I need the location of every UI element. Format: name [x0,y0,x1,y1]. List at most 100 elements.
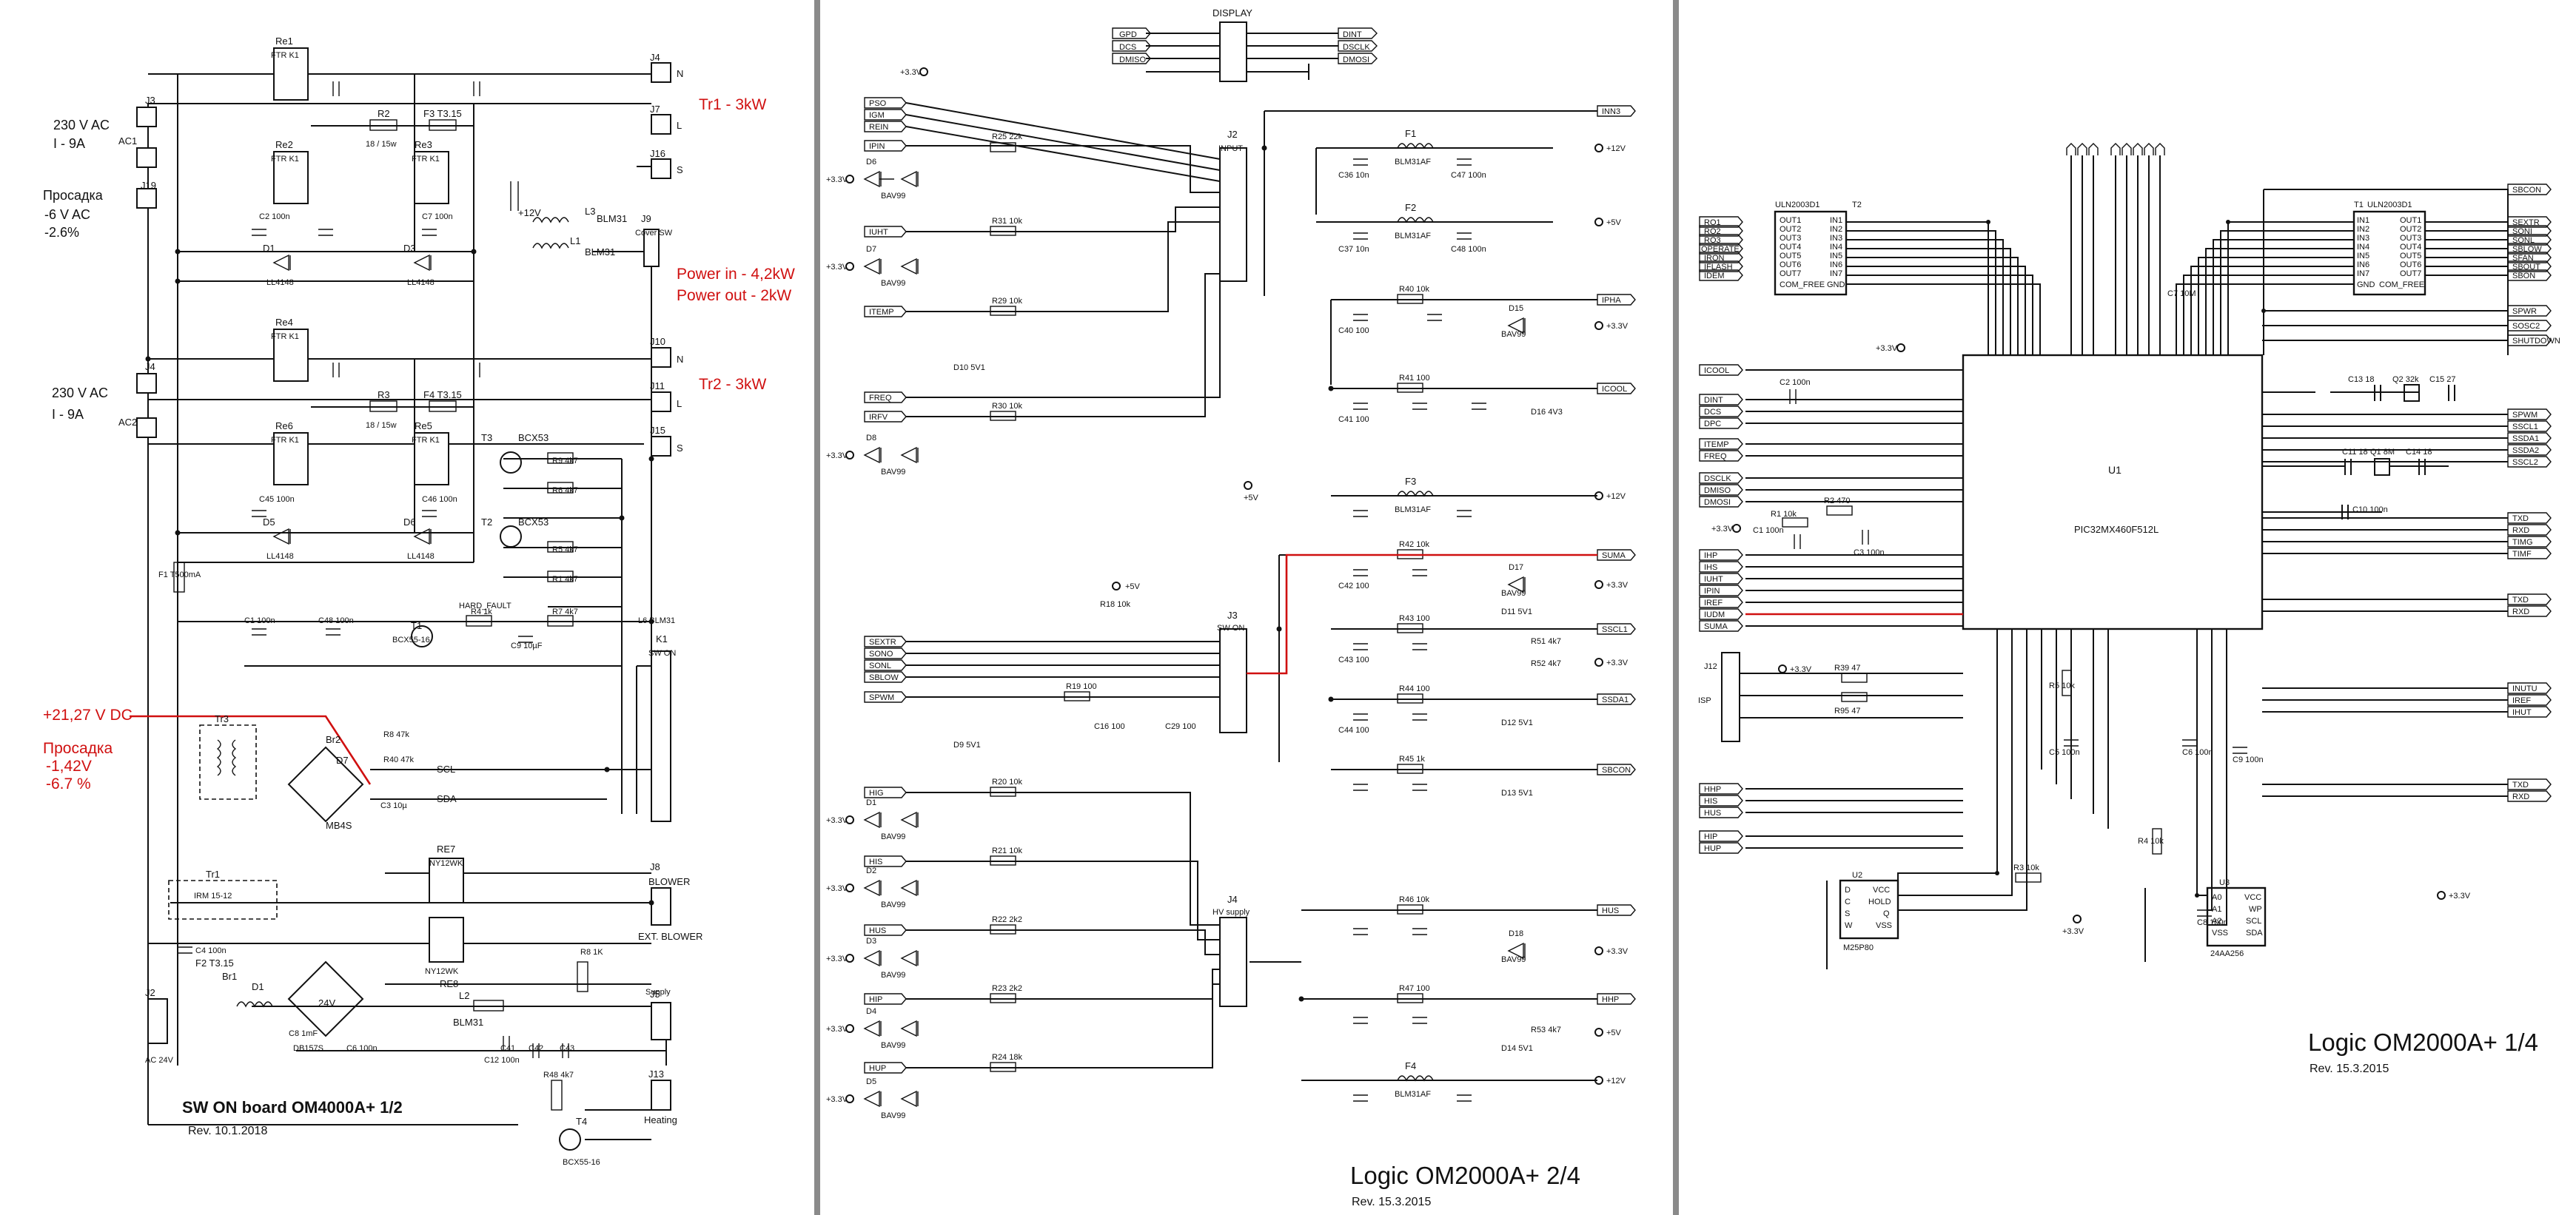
svg-text:R23 2k2: R23 2k2 [992,984,1022,993]
svg-text:C9 10µF: C9 10µF [511,642,543,650]
svg-text:R40 10k: R40 10k [1399,285,1429,294]
svg-text:C9 100n: C9 100n [2233,755,2264,764]
svg-text:R42 10k: R42 10k [1399,540,1429,549]
svg-text:BLM31AF: BLM31AF [1395,1090,1431,1099]
svg-text:SONL: SONL [869,662,891,670]
svg-text:BAV99: BAV99 [1501,330,1526,339]
svg-text:OUT1: OUT1 [2400,216,2421,225]
svg-text:T1: T1 [2354,201,2364,209]
note-sag-dc-label: Просадка [43,740,113,757]
svg-text:M25P80: M25P80 [1843,943,1874,952]
svg-text:SONO: SONO [869,650,893,659]
svg-text:U2: U2 [1852,871,1862,880]
svg-text:IN2: IN2 [2357,225,2369,234]
svg-text:SONI: SONI [2512,227,2532,236]
svg-text:J10: J10 [650,336,665,347]
svg-text:D12 5V1: D12 5V1 [1501,718,1533,727]
svg-text:ISP: ISP [1698,696,1711,705]
sag-ac-volts: -6 V AC [44,207,91,222]
svg-text:R51 4k7: R51 4k7 [1531,637,1561,646]
svg-text:C44 100: C44 100 [1338,726,1369,735]
svg-text:R30 10k: R30 10k [992,402,1022,411]
svg-text:R1 10k: R1 10k [1771,510,1797,519]
note-sag-dc-percent: -6.7 % [46,775,91,792]
svg-text:BLM31: BLM31 [453,1017,483,1028]
svg-text:L: L [677,398,682,409]
svg-text:INUTU: INUTU [2512,684,2538,693]
svg-text:SSDA1: SSDA1 [1602,696,1629,704]
svg-text:REIN: REIN [869,123,888,132]
svg-text:IPHA: IPHA [1602,296,1621,305]
svg-text:T2: T2 [481,516,492,528]
sheet1-revision: Rev. 10.1.2018 [188,1125,268,1137]
svg-text:+3.3V: +3.3V [900,68,922,77]
svg-text:GPD: GPD [1119,30,1137,39]
svg-text:BCX55-16: BCX55-16 [392,636,430,644]
svg-text:W: W [1845,921,1853,930]
svg-text:J19: J19 [141,180,156,191]
svg-text:OUT1: OUT1 [1780,216,1801,225]
note-tr2: Tr2 - 3kW [699,376,767,393]
svg-text:R5 10k: R5 10k [2049,681,2075,690]
svg-text:HIS: HIS [869,858,882,866]
svg-text:IN5: IN5 [2357,252,2369,260]
svg-text:IHS: IHS [1704,563,1717,572]
svg-text:WP: WP [2249,905,2262,914]
svg-text:Heating: Heating [644,1114,677,1125]
svg-text:OUT5: OUT5 [1780,252,1801,260]
svg-text:C29 100: C29 100 [1165,722,1196,731]
svg-text:IREF: IREF [1704,599,1723,608]
svg-text:LL4148: LL4148 [407,278,435,287]
svg-text:D1: D1 [866,798,876,807]
svg-text:C41 100: C41 100 [1338,415,1369,424]
svg-text:BAV99: BAV99 [881,192,905,201]
svg-text:+3.3V: +3.3V [826,816,848,825]
svg-text:GND: GND [2357,280,2375,289]
svg-text:HIP: HIP [869,995,882,1004]
svg-text:HHP: HHP [1704,785,1721,794]
svg-text:Br2: Br2 [326,734,341,745]
svg-text:IN3: IN3 [2357,234,2369,243]
svg-text:INN3: INN3 [1602,107,1620,116]
svg-text:R43 100: R43 100 [1399,614,1430,623]
svg-text:SSDA1: SSDA1 [2512,434,2539,443]
svg-text:C42 100: C42 100 [1338,582,1369,590]
svg-text:OUT2: OUT2 [2400,225,2421,234]
svg-text:TIMG: TIMG [2512,538,2533,547]
svg-text:OUT3: OUT3 [2400,234,2421,243]
svg-text:FTR K1: FTR K1 [271,332,299,341]
svg-text:AC1: AC1 [118,135,137,147]
svg-text:R21 10k: R21 10k [992,847,1022,855]
svg-text:SONL: SONL [2512,236,2535,245]
svg-text:D1: D1 [252,981,264,992]
svg-text:C4 100n: C4 100n [195,946,227,955]
svg-text:R45 1k: R45 1k [1399,755,1425,764]
svg-text:Tr3: Tr3 [215,713,229,724]
svg-text:D5: D5 [263,516,275,528]
svg-text:U3: U3 [2219,878,2230,887]
svg-text:R95 47: R95 47 [1834,707,1860,716]
svg-text:+3.3V: +3.3V [1606,322,1629,331]
svg-text:C12 100n: C12 100n [484,1056,520,1065]
svg-text:TXD: TXD [2512,514,2529,523]
svg-text:IFLASH: IFLASH [1704,263,1733,272]
svg-text:C5 100n: C5 100n [2049,748,2080,757]
svg-text:HIP: HIP [1704,832,1717,841]
svg-text:F4 T3.15: F4 T3.15 [423,389,462,400]
svg-text:24V: 24V [318,997,335,1009]
svg-text:+5V: +5V [1125,582,1141,591]
svg-text:+3.3V: +3.3V [826,1095,848,1104]
svg-text:R7 4k7: R7 4k7 [552,608,578,616]
sheet-divider-2 [1673,0,1679,1215]
svg-text:SSDA2: SSDA2 [2512,446,2539,455]
svg-text:R5 4k7: R5 4k7 [552,545,578,554]
svg-text:OUT7: OUT7 [1780,269,1801,278]
svg-text:IUHT: IUHT [869,228,888,237]
svg-text:BLM31AF: BLM31AF [1395,158,1431,166]
svg-text:RE8: RE8 [440,978,458,989]
svg-text:Re3: Re3 [415,139,432,150]
svg-text:VCC: VCC [2244,893,2261,902]
svg-text:BAV99: BAV99 [881,1111,905,1120]
